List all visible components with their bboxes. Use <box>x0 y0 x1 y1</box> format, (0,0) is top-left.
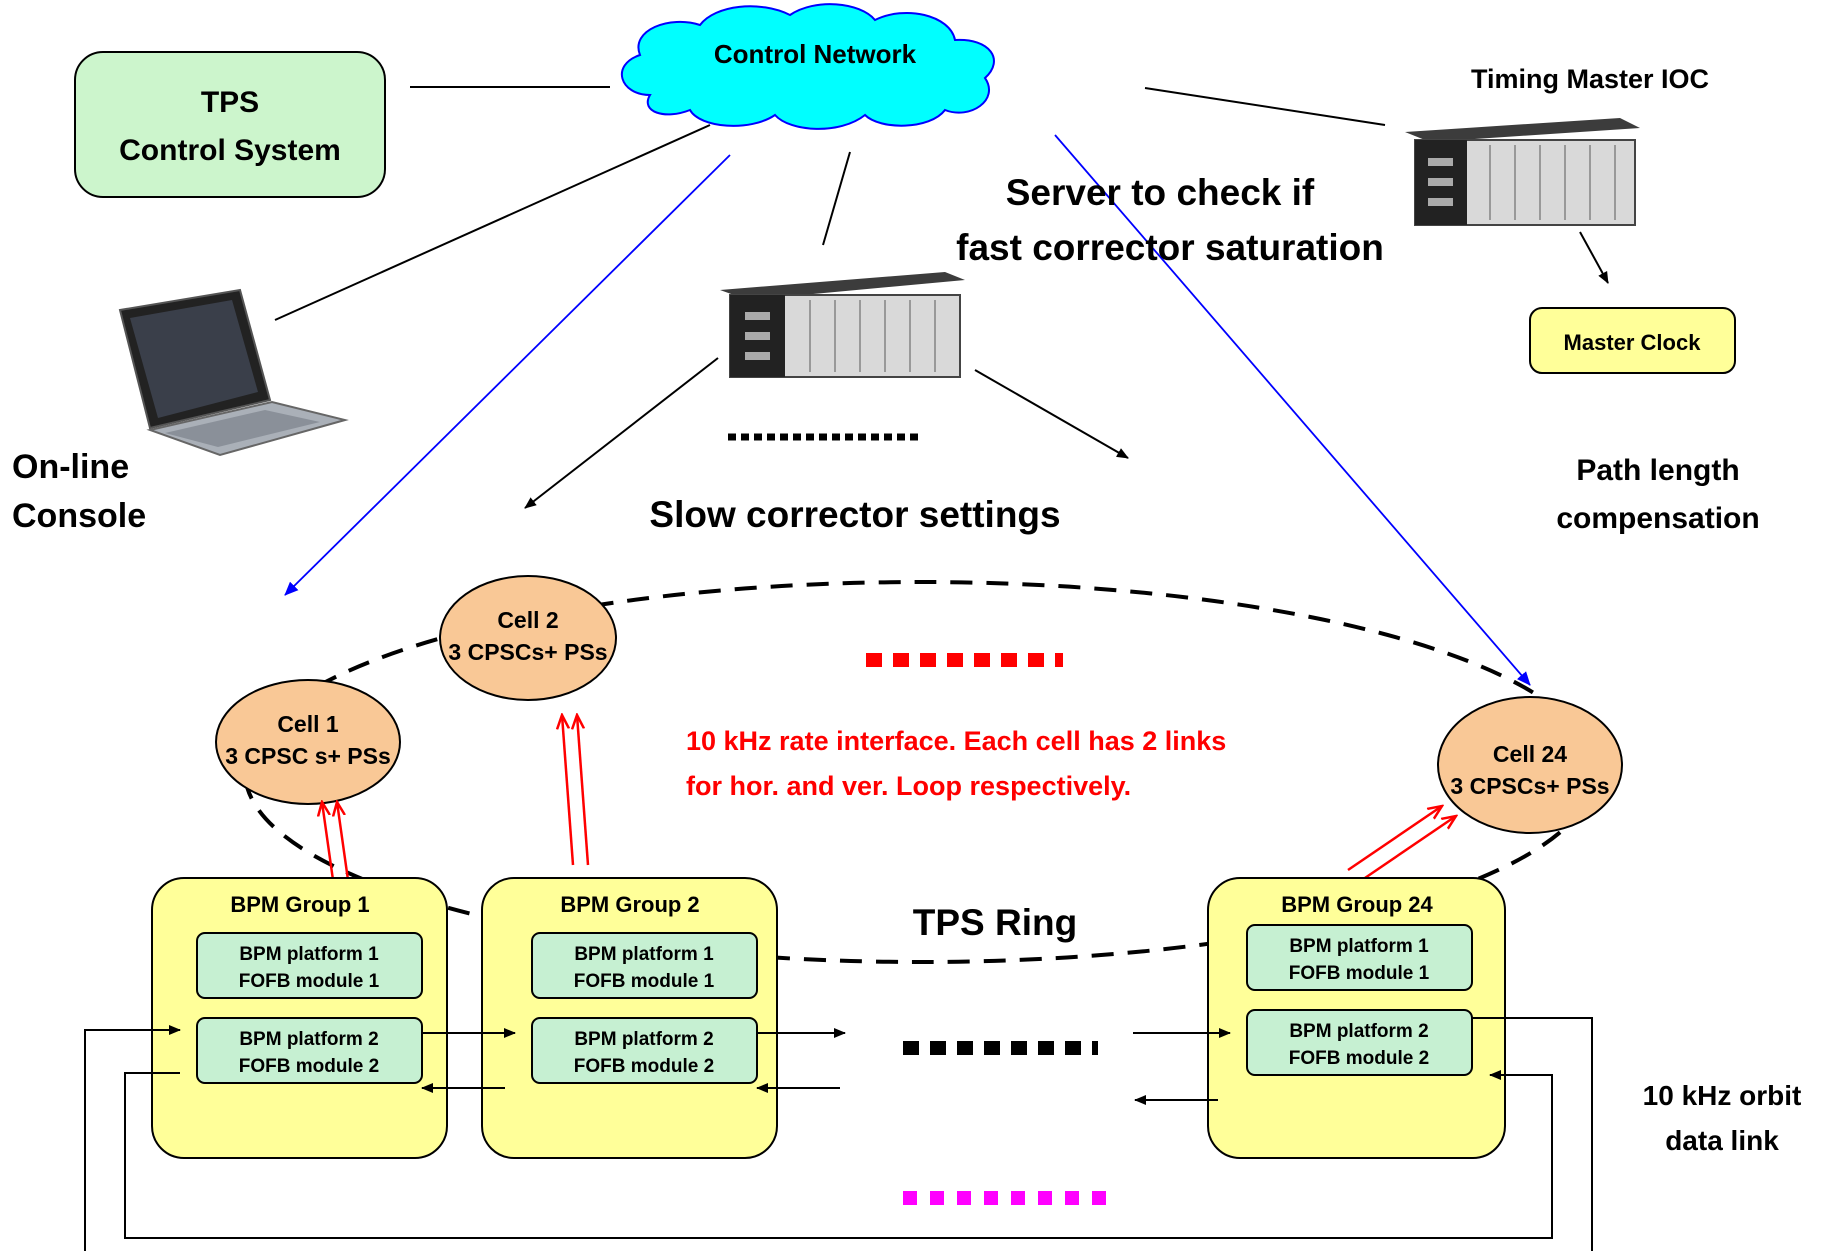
bpm-group-24-module-2-line2: FOFB module 2 <box>1289 1048 1429 1069</box>
link-console-cloud <box>274 124 711 321</box>
red-link-group1 <box>322 802 350 881</box>
server-label-line1: Server to check if <box>1006 172 1315 213</box>
tps-control-system-box: TPS Control System <box>74 51 386 198</box>
bpm-group-2-module-2-line1: BPM platform 2 <box>574 1029 713 1050</box>
control-network-label: Control Network <box>714 39 917 69</box>
cell-2: Cell 2 3 CPSCs+ PSs <box>439 575 617 701</box>
arrow-to-master-clock <box>1579 231 1609 284</box>
master-clock-label: Master Clock <box>1564 330 1702 355</box>
bpm-group-24-module-1-line2: FOFB module 1 <box>1289 963 1430 984</box>
cell-24-line2: 3 CPSCs+ PSs <box>1450 773 1609 799</box>
tps-ring-label: TPS Ring <box>913 902 1077 943</box>
bpm-group-24-module-1 <box>1246 924 1473 991</box>
bpm-group-24-module-1-line1: BPM platform 1 <box>1289 936 1429 957</box>
bpm-group-1-title: BPM Group 1 <box>230 892 369 917</box>
bpm-group-24: BPM Group 24 BPM platform 1 FOFB module … <box>1207 877 1506 1159</box>
red-link-group24 <box>1347 806 1456 882</box>
master-clock-box: Master Clock <box>1529 307 1736 374</box>
bpm-group-1-module-2-line2: FOFB module 2 <box>239 1056 379 1077</box>
tps-label-line1: TPS <box>201 86 259 119</box>
slow-corrector-label: Slow corrector settings <box>649 494 1060 535</box>
bpm-group-2-module-1-line1: BPM platform 1 <box>574 944 714 965</box>
path-length-line2: compensation <box>1556 502 1759 535</box>
interface-note-line2: for hor. and ver. Loop respectively. <box>686 771 1131 801</box>
bpm-group-1-module-2 <box>196 1017 423 1084</box>
interface-note-line1: 10 kHz rate interface. Each cell has 2 l… <box>686 726 1226 756</box>
bpm-group-1-module-1-line2: FOFB module 1 <box>239 971 380 992</box>
cell-1-line1: Cell 1 <box>277 711 339 737</box>
arrow-slow-right <box>974 369 1129 459</box>
bpm-group-24-title: BPM Group 24 <box>1281 892 1433 917</box>
bpm-group-1-module-2-line1: BPM platform 2 <box>239 1029 378 1050</box>
cell-2-line2: 3 CPSCs+ PSs <box>448 639 607 665</box>
control-network-cloud: Control Network <box>620 3 995 130</box>
bpm-group-2-module-1 <box>531 932 758 999</box>
bpm-group-24-module-2-line1: BPM platform 2 <box>1289 1021 1428 1042</box>
bpm-group-1-module-1 <box>196 932 423 999</box>
bpm-group-2-title: BPM Group 2 <box>560 892 699 917</box>
orbit-link-line2: data link <box>1665 1125 1779 1156</box>
tps-box-shape <box>74 51 386 198</box>
orbit-link-line1: 10 kHz orbit <box>1643 1080 1802 1111</box>
link-timing-cloud <box>1144 87 1386 126</box>
orbit-data-link <box>84 1017 1593 1251</box>
console-label-line1: On-line <box>12 448 129 486</box>
bpm-group-24-module-2 <box>1246 1009 1473 1076</box>
timing-master-chassis-icon <box>1405 118 1640 226</box>
laptop-icon <box>118 288 349 457</box>
red-link-group2 <box>562 715 590 866</box>
cell-24-line1: Cell 24 <box>1493 741 1567 767</box>
cell-1-line2: 3 CPSC s+ PSs <box>225 743 391 769</box>
bpm-group-2: BPM Group 2 BPM platform 1 FOFB module 1… <box>481 877 778 1159</box>
console-label-line2: Console <box>12 497 146 535</box>
link-server-cloud <box>822 151 851 246</box>
blue-arrow-cell24 <box>1054 134 1531 686</box>
bpm-group-1-module-1-line1: BPM platform 1 <box>239 944 379 965</box>
bpm-group-1: BPM Group 1 BPM platform 1 FOFB module 1… <box>151 877 448 1159</box>
blue-arrow-cell1 <box>284 154 731 596</box>
path-length-line1: Path length <box>1576 454 1739 487</box>
arrow-slow-left <box>524 357 719 509</box>
timing-master-label: Timing Master IOC <box>1471 64 1709 94</box>
cell-2-line1: Cell 2 <box>497 607 558 633</box>
tps-label-line2: Control System <box>119 134 341 167</box>
bpm-group-2-module-1-line2: FOFB module 1 <box>574 971 715 992</box>
bpm-group-2-module-2 <box>531 1017 758 1084</box>
cell-24: Cell 24 3 CPSCs+ PSs <box>1437 696 1623 834</box>
bpm-group-2-module-2-line2: FOFB module 2 <box>574 1056 714 1077</box>
cloud-shape <box>620 3 995 130</box>
server-label-line2: fast corrector saturation <box>956 227 1384 268</box>
server-chassis-icon <box>720 272 965 378</box>
cell-1: Cell 1 3 CPSC s+ PSs <box>215 679 401 805</box>
